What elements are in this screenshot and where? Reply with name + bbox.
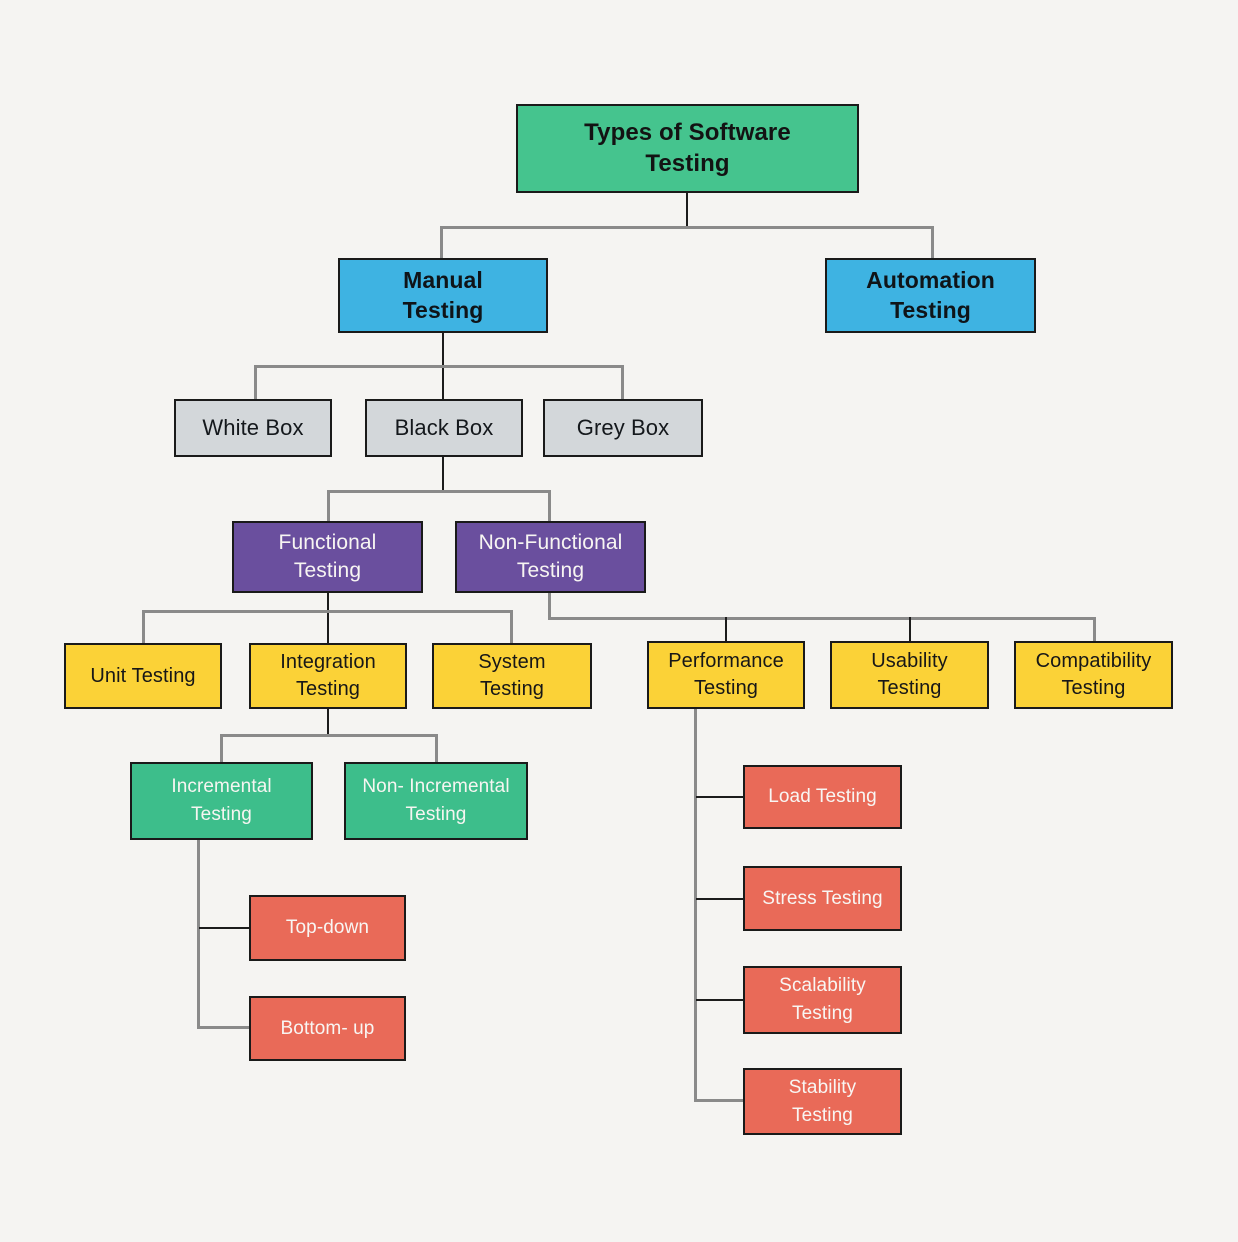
connector (254, 365, 624, 368)
node-compatibility-testing: Compatibility Testing (1014, 641, 1173, 709)
connector (548, 593, 551, 620)
connector (435, 734, 438, 762)
connector (725, 617, 727, 641)
node-integration-testing: Integration Testing (249, 643, 407, 709)
node-top-down: Top-down (249, 895, 406, 961)
connector (931, 226, 934, 258)
connector (440, 226, 934, 229)
connector (510, 610, 513, 643)
node-incremental-testing: Incremental Testing (130, 762, 313, 840)
node-automation-testing: Automation Testing (825, 258, 1036, 333)
connector (142, 610, 513, 613)
connector (621, 365, 624, 399)
node-non-incremental-testing: Non- Incremental Testing (344, 762, 528, 840)
connector (327, 593, 329, 643)
node-performance-testing: Performance Testing (647, 641, 805, 709)
node-system-testing: System Testing (432, 643, 592, 709)
connector (548, 617, 1096, 620)
node-types-of-software-testing: Types of Software Testing (516, 104, 859, 193)
connector (199, 1026, 249, 1029)
node-functional-testing: Functional Testing (232, 521, 423, 593)
node-scalability-testing: Scalability Testing (743, 966, 902, 1034)
node-unit-testing: Unit Testing (64, 643, 222, 709)
node-non-functional-testing: Non-Functional Testing (455, 521, 646, 593)
connector (142, 610, 145, 643)
node-load-testing: Load Testing (743, 765, 902, 829)
node-grey-box: Grey Box (543, 399, 703, 457)
connector (696, 796, 743, 798)
connector (197, 840, 200, 1029)
connector (442, 457, 444, 492)
node-manual-testing: Manual Testing (338, 258, 548, 333)
connector (694, 709, 697, 1102)
connector (696, 999, 743, 1001)
connector (327, 709, 329, 737)
connector (440, 226, 443, 258)
connector (327, 490, 551, 493)
node-usability-testing: Usability Testing (830, 641, 989, 709)
connector (696, 898, 743, 900)
connector (696, 1099, 743, 1102)
connector (1093, 617, 1096, 641)
node-black-box: Black Box (365, 399, 523, 457)
connector (327, 490, 330, 521)
connector (220, 734, 223, 762)
connector (909, 617, 911, 641)
node-white-box: White Box (174, 399, 332, 457)
connector (199, 927, 249, 929)
connector (686, 193, 688, 229)
node-bottom-up: Bottom- up (249, 996, 406, 1061)
node-stability-testing: Stability Testing (743, 1068, 902, 1135)
connector (548, 490, 551, 521)
node-stress-testing: Stress Testing (743, 866, 902, 931)
connector (220, 734, 438, 737)
connector (254, 365, 257, 399)
